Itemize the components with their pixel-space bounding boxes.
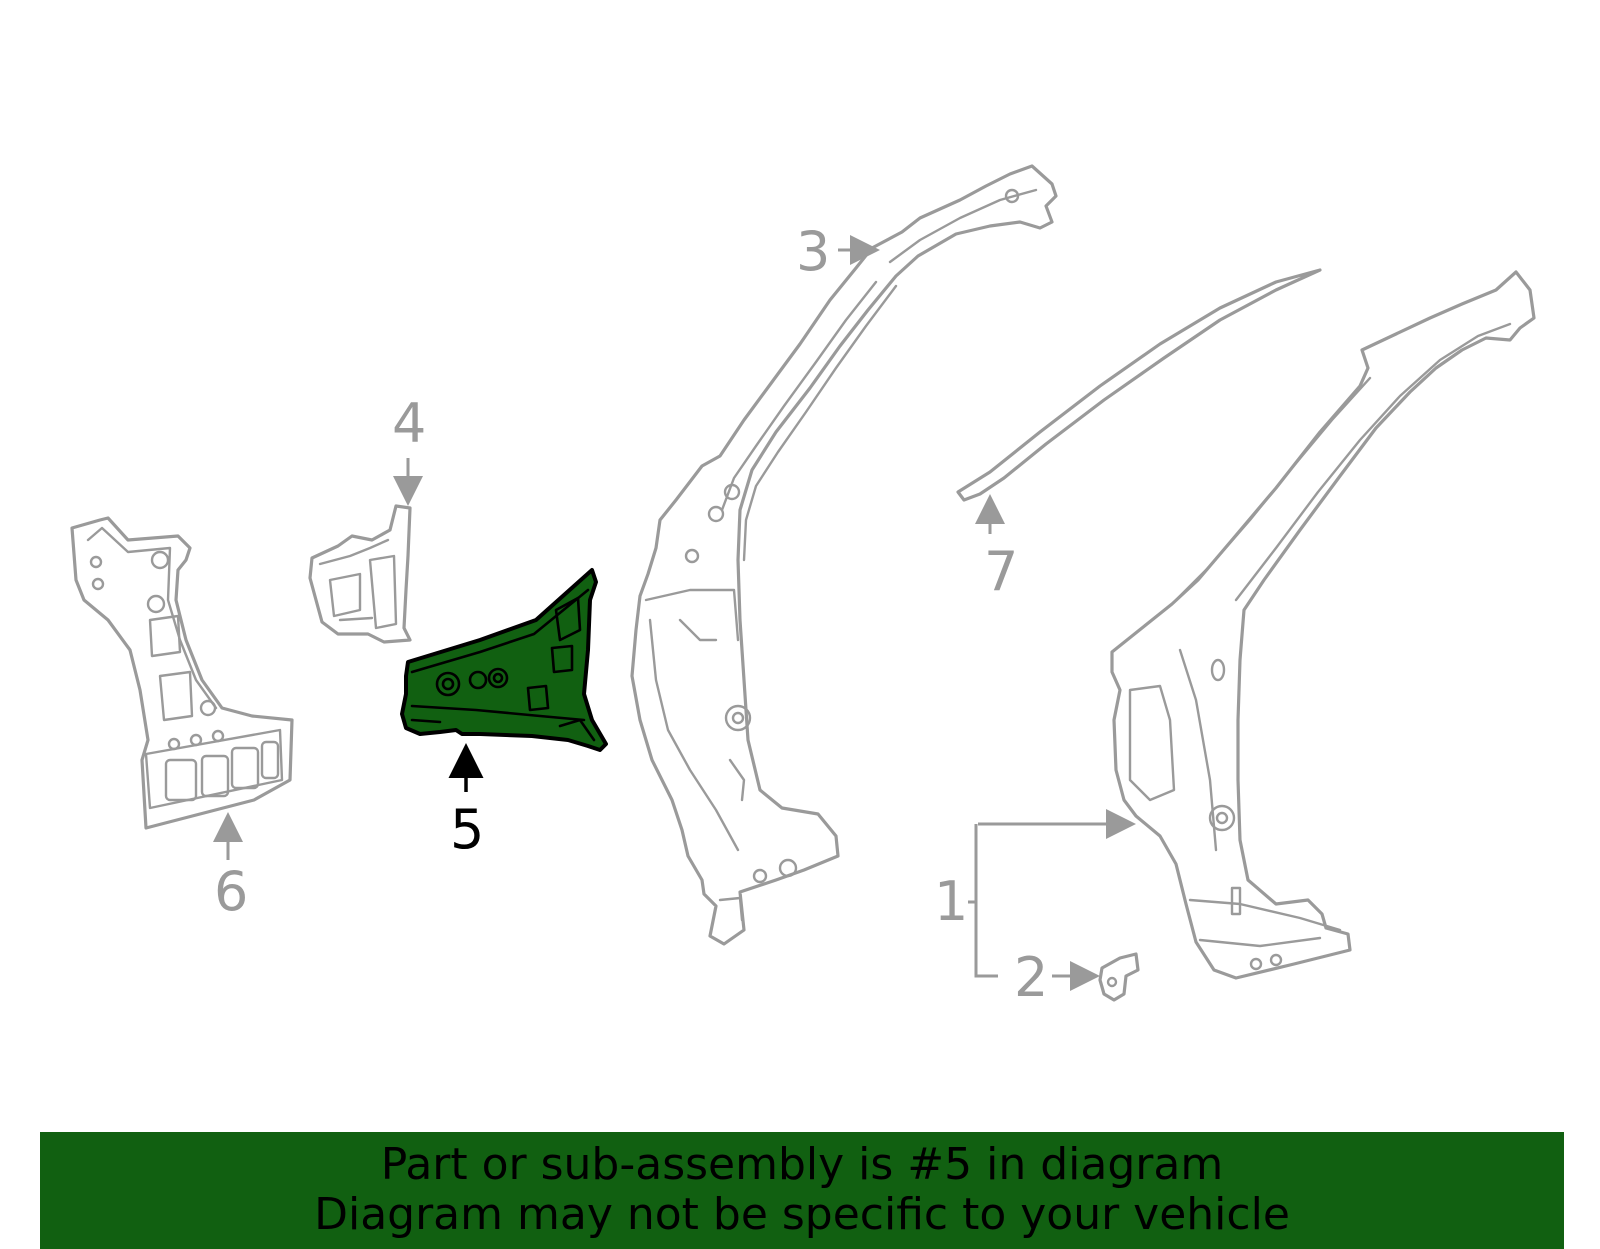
callout-4: 4 <box>392 392 426 455</box>
callout-7: 7 <box>984 540 1018 603</box>
banner-line-2: Diagram may not be specific to your vehi… <box>314 1189 1290 1240</box>
part-7-roof-rail <box>956 268 1322 502</box>
info-banner: Part or sub-assembly is #5 in diagram Di… <box>40 1132 1564 1249</box>
part-6-lower-panel <box>70 516 294 830</box>
callout-2: 2 <box>1014 946 1048 1009</box>
leader-1-bracket <box>968 824 998 978</box>
callout-5: 5 <box>450 798 484 861</box>
callout-3: 3 <box>796 220 830 283</box>
part-1-side-panel <box>1110 270 1536 980</box>
part-3-front-pillar <box>630 164 1058 946</box>
part-2-clip <box>1098 952 1140 1002</box>
part-5-reinforcement-highlighted <box>400 568 608 752</box>
callout-6: 6 <box>214 860 248 923</box>
callout-1: 1 <box>934 870 968 933</box>
banner-line-1: Part or sub-assembly is #5 in diagram <box>380 1139 1224 1190</box>
part-4-bracket <box>308 504 412 644</box>
